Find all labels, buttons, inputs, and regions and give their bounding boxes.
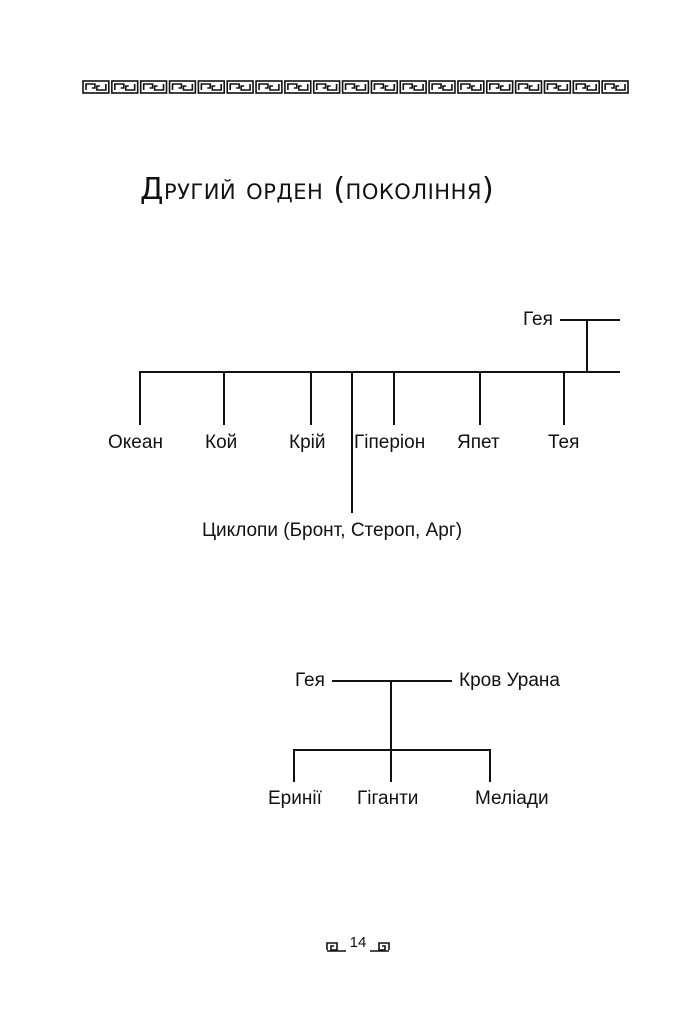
node-theia: Тея bbox=[548, 432, 580, 453]
node-giants: Гіганти bbox=[357, 788, 419, 809]
meander-tile bbox=[601, 80, 629, 94]
meander-tile bbox=[370, 80, 399, 94]
node-cyclopes: Циклопи (Бронт, Стероп, Арг) bbox=[202, 520, 463, 541]
node-kriy: Крій bbox=[289, 432, 326, 453]
meander-tile bbox=[197, 80, 226, 94]
node-hyperion: Гіперіон bbox=[354, 432, 426, 453]
node-okean: Океан bbox=[108, 432, 163, 453]
meander-tile bbox=[111, 80, 139, 94]
meander-tile bbox=[255, 80, 283, 94]
node-gaia-2: Гея bbox=[295, 670, 325, 691]
meander-tile bbox=[341, 80, 370, 94]
page-title: Другий орден (покоління) bbox=[140, 172, 495, 207]
meander-tile bbox=[485, 80, 514, 94]
meander-tile bbox=[312, 80, 341, 94]
node-meliads: Меліади bbox=[475, 788, 549, 809]
meander-tile bbox=[168, 80, 197, 94]
meander-tile bbox=[139, 80, 168, 94]
node-gaia: Гея bbox=[523, 309, 553, 330]
node-blood-of-uranus: Кров Урана bbox=[459, 670, 560, 691]
node-erinyes: Еринії bbox=[268, 788, 322, 809]
meander-tile bbox=[284, 80, 312, 94]
meander-tile bbox=[572, 80, 600, 94]
meander-tile bbox=[428, 80, 456, 94]
page-number-block: 14 bbox=[326, 934, 390, 954]
meander-tile bbox=[399, 80, 427, 94]
meander-tile bbox=[82, 80, 110, 94]
meander-tile bbox=[457, 80, 485, 94]
node-iapetus: Япет bbox=[457, 432, 500, 453]
page-number: 14 bbox=[349, 934, 367, 951]
meander-ornament-icon bbox=[326, 942, 390, 952]
greek-key-border bbox=[82, 80, 629, 94]
meander-tile bbox=[226, 80, 254, 94]
node-koi: Кой bbox=[205, 432, 238, 453]
meander-tile bbox=[543, 80, 572, 94]
meander-tile bbox=[514, 80, 543, 94]
